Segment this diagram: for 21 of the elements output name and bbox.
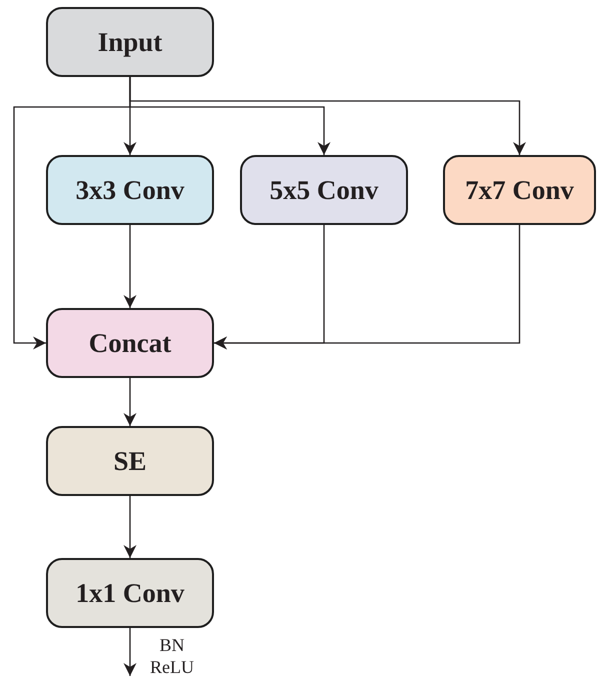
process-box	[46, 426, 214, 496]
node-label: 1x1 Conv	[76, 578, 184, 608]
node-label: 7x7 Conv	[465, 174, 574, 206]
process-box	[443, 155, 596, 225]
node-label: Concat	[88, 328, 172, 358]
arrow	[13, 77, 131, 350]
arrow	[124, 496, 136, 558]
edge-label: BN ReLU	[149, 634, 195, 678]
arrow	[124, 378, 136, 426]
node-label: 5x5 Conv	[270, 174, 378, 206]
node-label: 3x3 Conv	[76, 174, 184, 206]
process-box	[46, 558, 214, 628]
process-box	[46, 308, 214, 378]
process-box	[46, 7, 214, 77]
arrow	[124, 628, 136, 676]
node-label: Input	[98, 26, 162, 58]
process-box	[240, 155, 408, 225]
node-label: SE	[113, 446, 147, 476]
arrow	[214, 225, 520, 350]
arrow	[124, 225, 136, 308]
process-box	[46, 155, 214, 225]
